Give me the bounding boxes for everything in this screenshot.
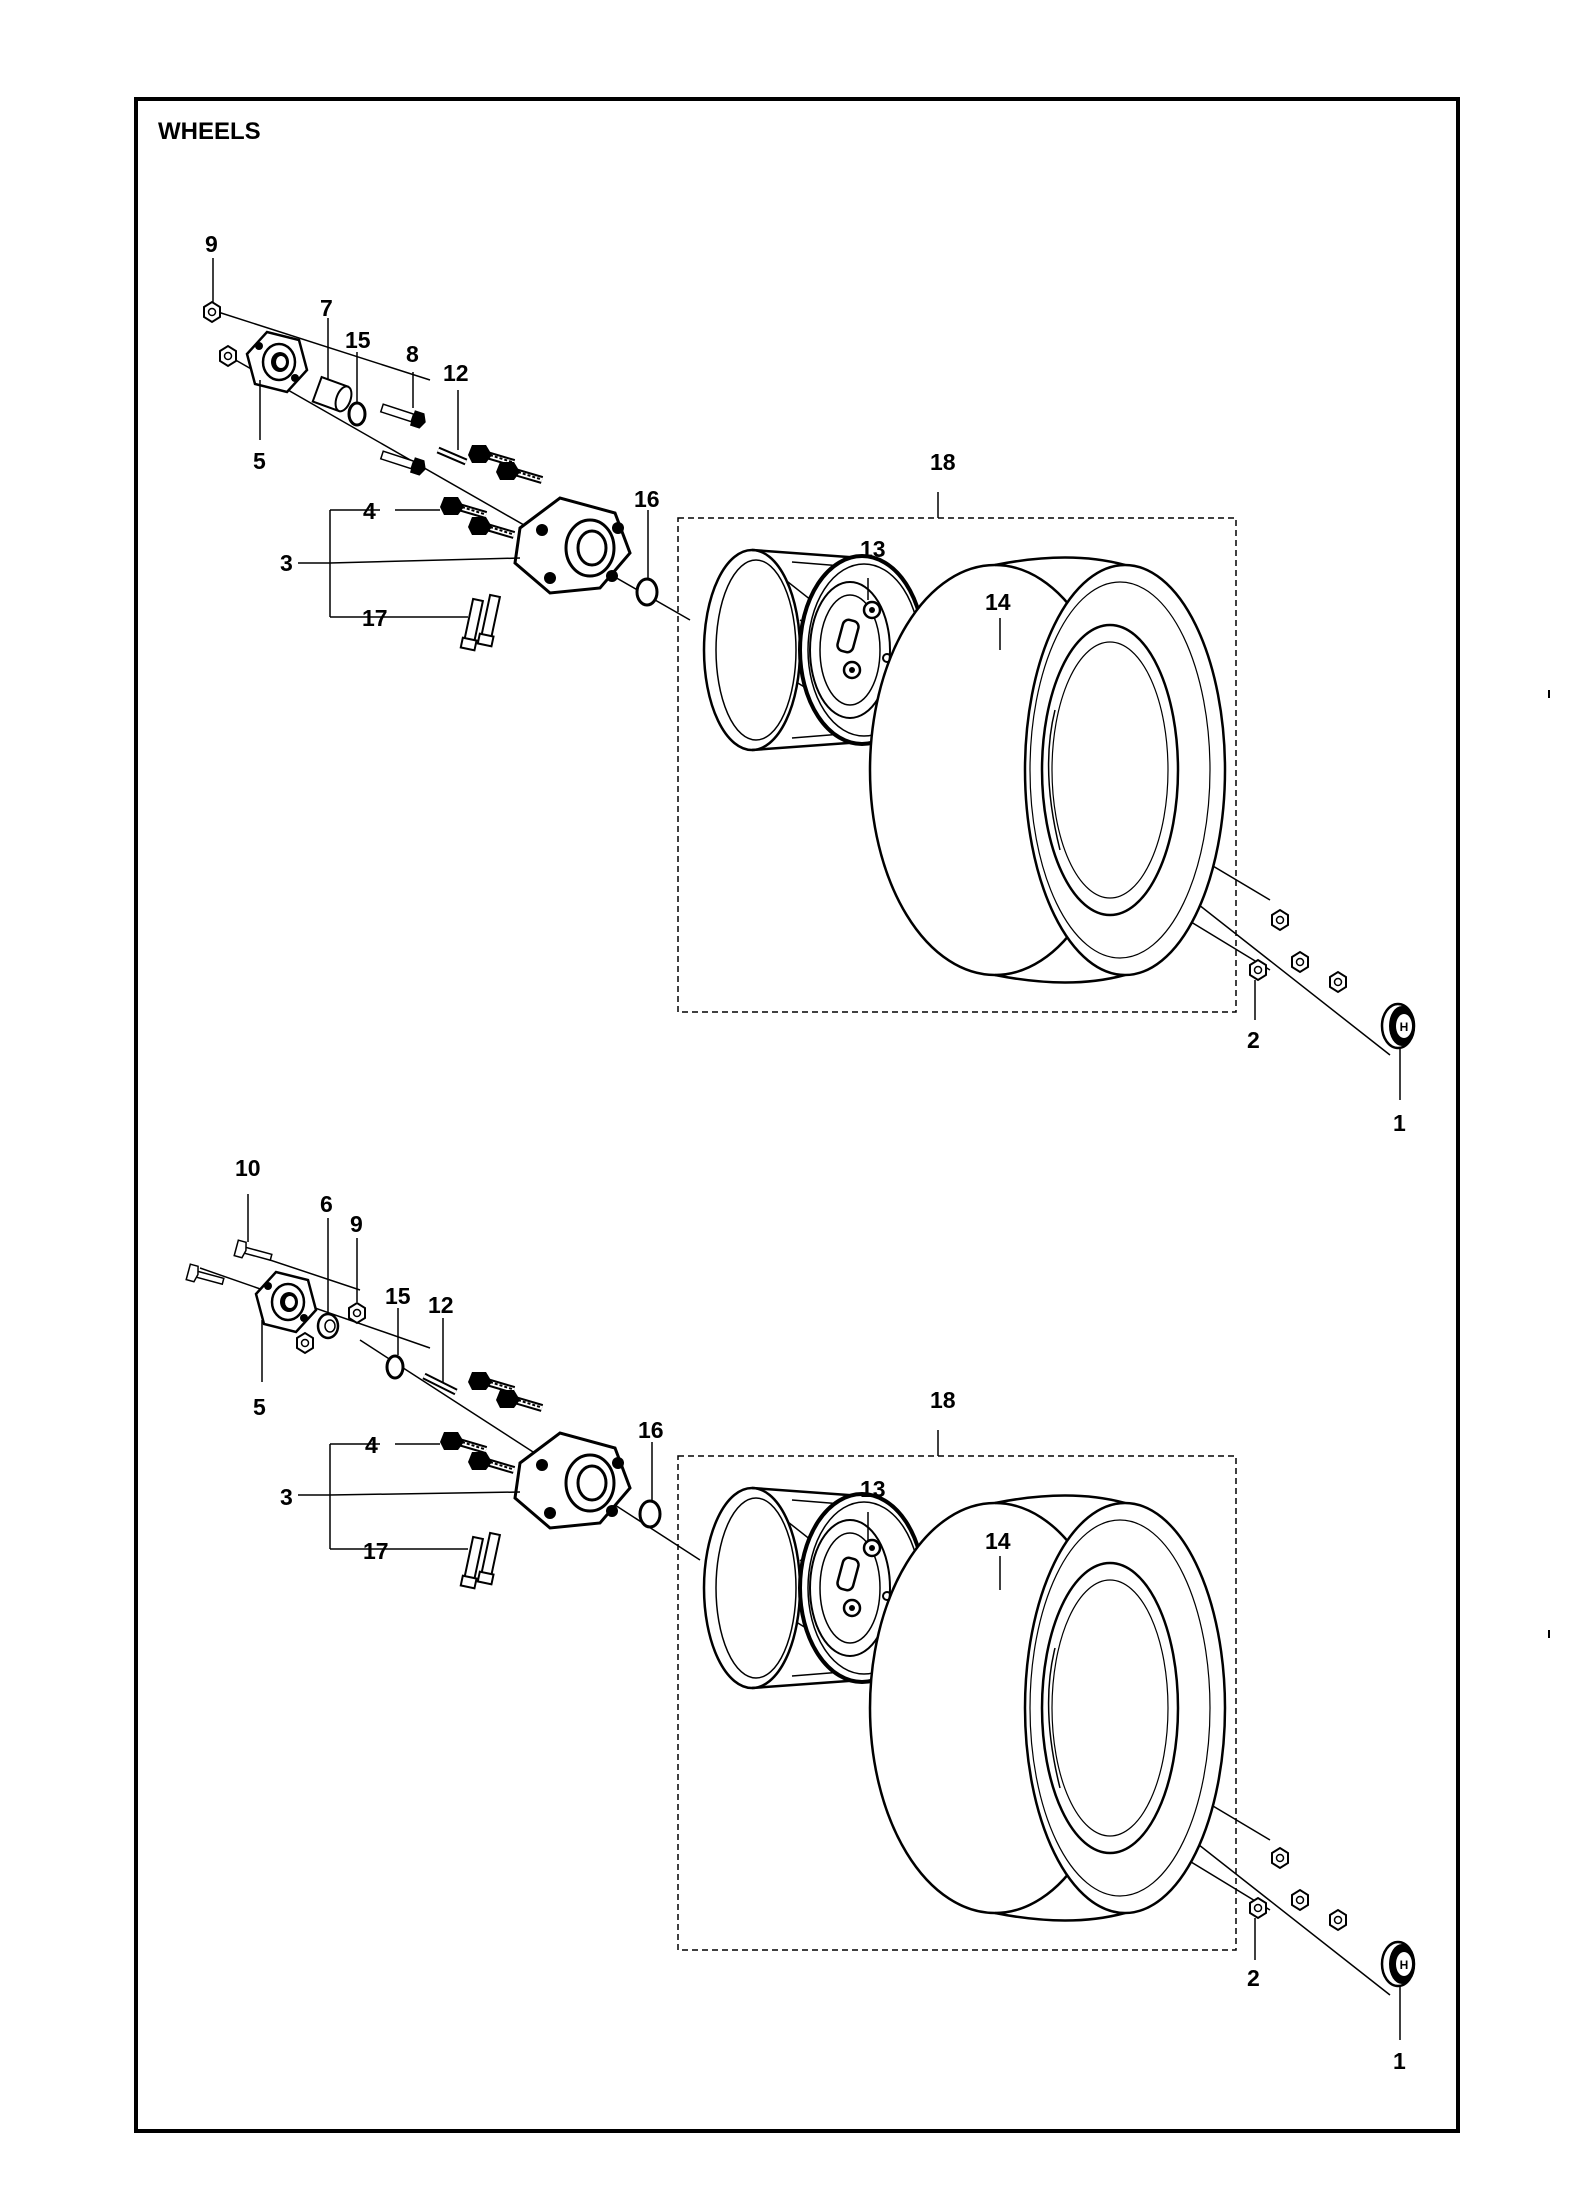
hub-cap-1-lower: [1380, 1940, 1417, 1988]
callout-upper-16: 16: [634, 486, 660, 512]
page-title: WHEELS: [158, 118, 261, 145]
callout-lower-2: 2: [1247, 1965, 1260, 1991]
group-box-18-lower: [677, 1455, 1237, 1951]
callout-upper-7: 7: [320, 295, 333, 321]
wheel-hub-3-lower: [513, 1431, 632, 1530]
callout-lower-10: 10: [235, 1155, 261, 1181]
callout-upper-3: 3: [280, 550, 293, 576]
callout-lower-17: 17: [363, 1538, 389, 1564]
callout-lower-5: 5: [253, 1394, 266, 1420]
callout-lower-13: 13: [860, 1476, 886, 1502]
callout-upper-18: 18: [930, 449, 956, 475]
diagram-frame: [134, 97, 1460, 2133]
callout-upper-4: 4: [363, 498, 376, 524]
edge-tick-upper: [1548, 690, 1550, 698]
callout-upper-5: 5: [253, 448, 266, 474]
callout-lower-3: 3: [280, 1484, 293, 1510]
lower-assembly: 10 6 9 15 12 5 18 4 16 3 13 14 17 2 1: [185, 1155, 1417, 2074]
callout-lower-14: 14: [985, 1528, 1011, 1554]
callout-upper-1: 1: [1393, 1110, 1406, 1136]
callout-upper-13: 13: [860, 536, 886, 562]
callout-lower-4: 4: [365, 1432, 378, 1458]
edge-tick-lower: [1548, 1630, 1550, 1638]
hub-cap-1: [1380, 1002, 1417, 1050]
callout-lower-1: 1: [1393, 2048, 1406, 2074]
callout-lower-6: 6: [320, 1191, 333, 1217]
callout-upper-2: 2: [1247, 1027, 1260, 1053]
upper-assembly: 9 7 15 8 12 5 18 4 16 3 13 14 17 2 1: [203, 231, 1417, 1136]
callout-lower-9: 9: [350, 1211, 363, 1237]
callout-upper-9: 9: [205, 231, 218, 257]
callout-upper-12: 12: [443, 360, 469, 386]
callout-upper-17: 17: [362, 605, 388, 631]
callout-lower-15: 15: [385, 1283, 411, 1309]
wheel-hub-3: [513, 496, 632, 595]
tire-14: [868, 556, 1227, 984]
bearing-flange-5-lower: [254, 1270, 318, 1334]
callout-lower-16: 16: [638, 1417, 664, 1443]
callout-upper-15: 15: [345, 327, 371, 353]
callout-lower-18: 18: [930, 1387, 956, 1413]
callout-upper-8: 8: [406, 341, 419, 367]
callout-upper-14: 14: [985, 589, 1011, 615]
tire-14-lower: [868, 1494, 1227, 1922]
callout-lower-12: 12: [428, 1292, 454, 1318]
bearing-flange-5: [245, 330, 309, 394]
group-box-18: [677, 517, 1237, 1013]
